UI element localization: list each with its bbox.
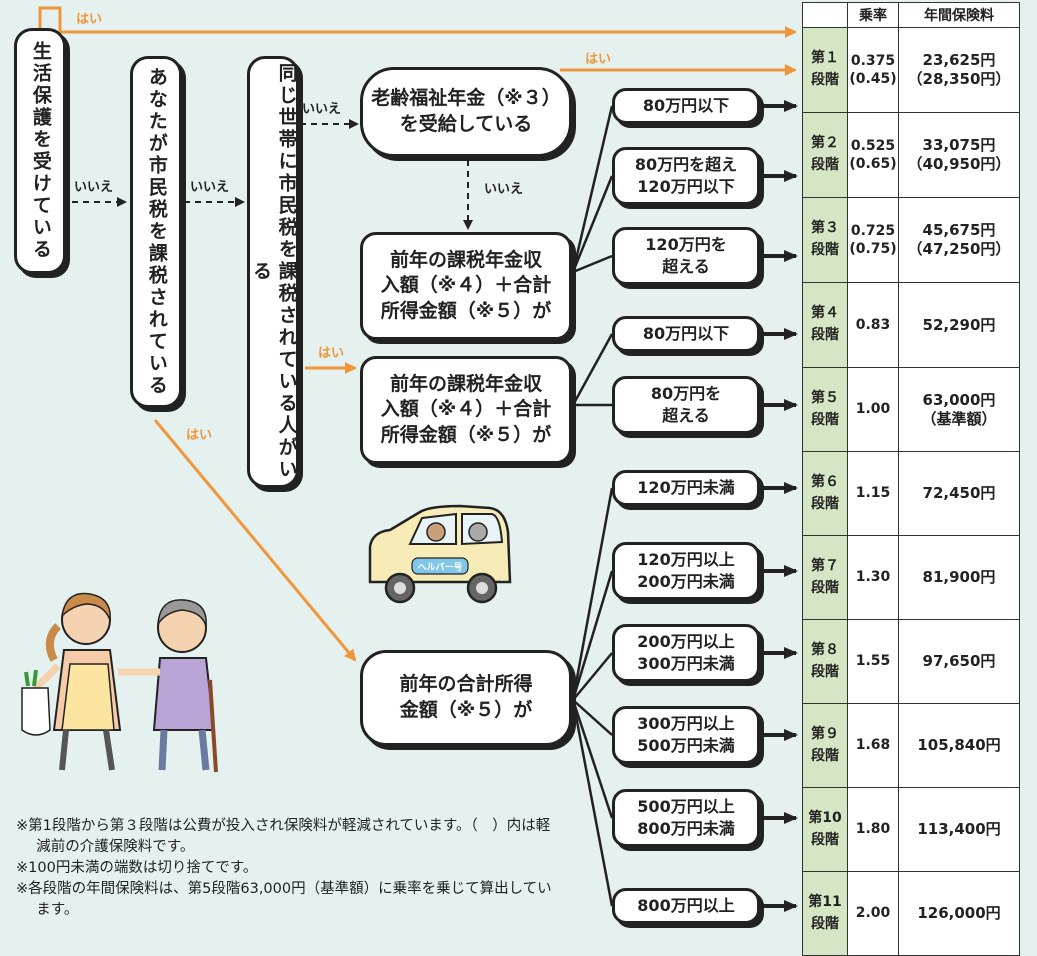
stage-cell: 第４ 段階 [802, 282, 848, 368]
rate-cell: 1.55 [847, 619, 899, 704]
footnotes: ※第1段階から第３段階は公費が投入され保険料が軽減されています。（ ）内は軽減前… [16, 816, 556, 921]
stage-cell: 第１ 段階 [802, 27, 848, 113]
rate-cell: 1.68 [847, 703, 899, 788]
rate-cell: 1.30 [847, 535, 899, 620]
stage-cell: 第３ 段階 [802, 197, 848, 283]
rate-cell: 1.80 [847, 787, 899, 872]
range-box: 80万円以下 [612, 88, 760, 124]
rate-cell: 0.725 (0.75) [847, 197, 899, 283]
caregiver-elder-illustration [21, 592, 218, 773]
rate-cell: 0.525 (0.65) [847, 112, 899, 198]
stage-cell: 第９ 段階 [802, 703, 848, 788]
question-income-c: 前年の合計所得 金額（※５）が [360, 650, 572, 746]
range-box: 800万円以上 [612, 888, 760, 924]
stage-cell: 第10 段階 [802, 787, 848, 872]
range-box: 120万円を 超える [612, 227, 760, 285]
table-header-rate: 乗率 [847, 2, 899, 28]
no-label-pension: いいえ [484, 182, 524, 197]
premium-cell: 105,840円 [898, 703, 1020, 788]
stage-cell: 第６ 段階 [802, 451, 848, 536]
rate-cell: 0.375 (0.45) [847, 27, 899, 113]
premium-cell: 63,000円 （基準額） [898, 367, 1020, 452]
premium-cell: 52,290円 [898, 282, 1020, 368]
no-label-welfare: いいえ [74, 180, 114, 195]
rate-cell: 1.00 [847, 367, 899, 452]
range-box: 120万円未満 [612, 470, 760, 506]
range-box: 300万円以上 500万円未満 [612, 706, 760, 764]
stage-cell: 第11 段階 [802, 871, 848, 956]
question-taxed: あなたが市民税を課税されている [130, 56, 182, 408]
premium-cell: 113,400円 [898, 787, 1020, 872]
question-pension: 老齢福祉年金（※３） を受給している [360, 67, 572, 157]
footnote: ※100円未満の端数は切り捨てです。 [16, 860, 258, 877]
stage-cell: 第５ 段階 [802, 367, 848, 452]
range-box: 80万円を超え 120万円以下 [612, 147, 760, 205]
premium-cell: 33,075円 （40,950円） [898, 112, 1020, 198]
question-welfare: 生活保護を受けている [14, 28, 66, 274]
premium-cell: 45,675円 （47,250円） [898, 197, 1020, 283]
yes-label-taxed: はい [186, 428, 213, 443]
yes-label-pension: はい [585, 52, 612, 67]
question-income-b: 前年の課税年金収 入額（※４）＋合計 所得金額（※５）が [360, 356, 572, 464]
premium-cell: 72,450円 [898, 451, 1020, 536]
range-box: 500万円以上 800万円未満 [612, 789, 760, 847]
helper-car-illustration: ヘルパー号 [368, 504, 512, 604]
premium-cell: 81,900円 [898, 535, 1020, 620]
range-box: 120万円以上 200万円未満 [612, 542, 760, 600]
no-label-household: いいえ [302, 102, 342, 117]
footnote: ※第1段階から第３段階は公費が投入され保険料が軽減されています。（ ）内は軽減前… [16, 818, 551, 856]
table-header-premium: 年間保険料 [898, 2, 1020, 28]
rate-cell: 2.00 [847, 871, 899, 956]
range-box: 80万円を 超える [612, 376, 760, 434]
range-box: 80万円以下 [612, 316, 760, 352]
no-label-taxed: いいえ [190, 180, 230, 195]
car-label: ヘルパー号 [417, 561, 462, 573]
question-household: 同じ世帯に市民税を課税されている人がいる [247, 56, 299, 488]
rate-cell: 0.83 [847, 282, 899, 368]
table-header-stage [802, 2, 848, 28]
yes-label-household: はい [318, 346, 345, 361]
range-box: 200万円以上 300万円未満 [612, 624, 760, 682]
question-income-a: 前年の課税年金収 入額（※４）＋合計 所得金額（※５）が [360, 232, 572, 340]
yes-label-welfare: はい [76, 12, 103, 27]
stage-cell: 第７ 段階 [802, 535, 848, 620]
premium-cell: 97,650円 [898, 619, 1020, 704]
footnote: ※各段階の年間保険料は、第5段階63,000円（基準額）に乗率を乗じて算出してい… [16, 881, 552, 919]
rate-cell: 1.15 [847, 451, 899, 536]
premium-cell: 23,625円 （28,350円） [898, 27, 1020, 113]
stage-cell: 第２ 段階 [802, 112, 848, 198]
premium-cell: 126,000円 [898, 871, 1020, 956]
stage-cell: 第８ 段階 [802, 619, 848, 704]
